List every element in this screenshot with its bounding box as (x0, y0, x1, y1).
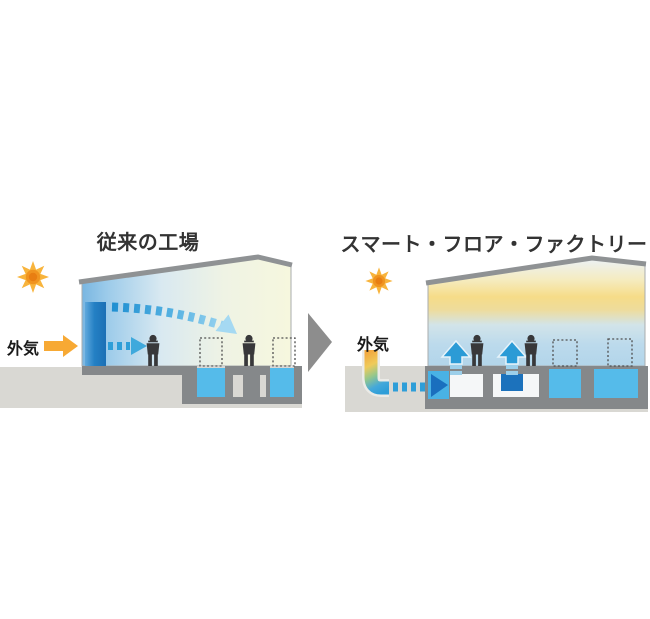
pit-water-left-2 (270, 368, 294, 397)
pit-water-right-2 (594, 369, 638, 398)
outside-air-arrow-icon (44, 335, 78, 357)
floor-and-pits-left (82, 366, 302, 404)
plenum-inlet-arrowhead-icon (431, 374, 448, 397)
transition-arrow-icon (308, 313, 332, 372)
floor-vent-unit (501, 374, 523, 391)
pit-opening-outline-left-1 (199, 337, 223, 367)
up-airflow-arrow-icon (496, 339, 528, 365)
floor-supply-dashes (450, 365, 518, 375)
outside-air-label-right: 外気 (357, 337, 390, 354)
airflow-horizontal-arrowhead-icon (131, 337, 147, 355)
pit-water-left-1 (197, 368, 225, 397)
roof-right (425, 255, 647, 286)
sun-icon (365, 267, 393, 295)
pit-opening-outline-right-2 (607, 338, 633, 367)
pit-opening-outline-left-2 (272, 337, 296, 367)
left-panel-title: 従来の工場 (96, 232, 200, 254)
intake-door (85, 302, 106, 366)
smart-floor-factory-graphic (345, 255, 648, 412)
pit-water-right-1 (549, 369, 581, 398)
roof-left (78, 254, 293, 285)
intake-duct (364, 350, 389, 395)
up-airflow-arrow-icon (440, 339, 472, 365)
outside-air-label-left: 外気 (7, 341, 40, 358)
airflow-arc-arrowhead-icon (215, 314, 237, 334)
conventional-factory-graphic (0, 254, 302, 408)
plenum-cell (450, 374, 483, 397)
sun-icon (17, 261, 49, 293)
airflow-arc-arrow (111, 302, 226, 331)
right-panel-title: スマート・フロア・ファクトリー (340, 234, 648, 256)
